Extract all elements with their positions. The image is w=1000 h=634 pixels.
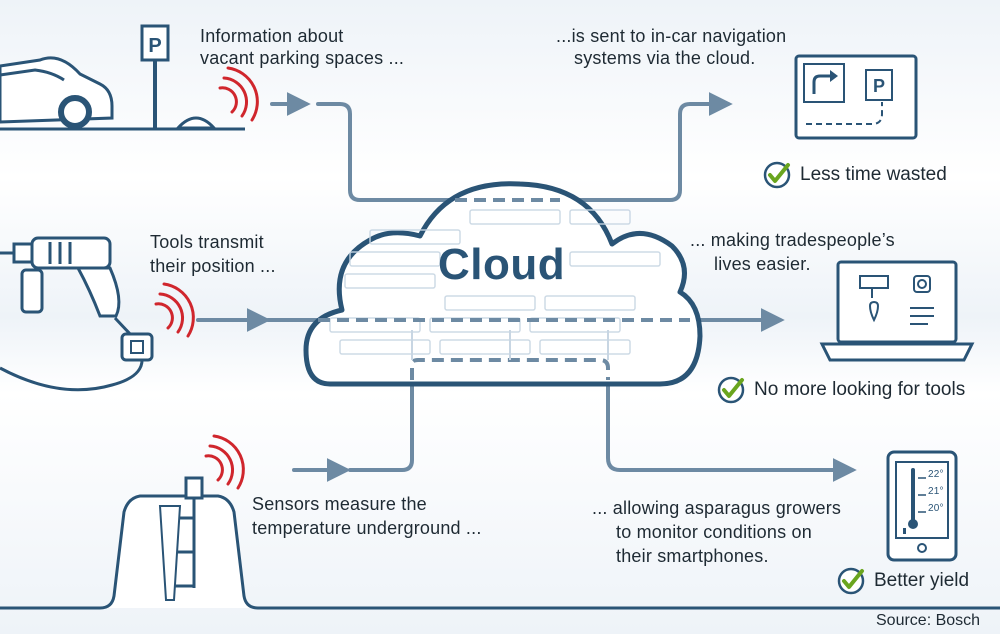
benefit-no-looking: No more looking for tools bbox=[716, 375, 965, 405]
cloud-label: Cloud bbox=[438, 240, 566, 289]
temp-reading-2: 21° bbox=[928, 486, 944, 497]
parking-info-line2: vacant parking spaces ... bbox=[200, 48, 405, 68]
car-icon bbox=[0, 56, 114, 129]
tools-text-line2: their position ... bbox=[150, 256, 276, 276]
svg-text:P: P bbox=[148, 35, 161, 57]
benefit-label: Better yield bbox=[874, 570, 970, 591]
tracker-tag-icon bbox=[120, 332, 154, 362]
sensor-probe-icon bbox=[158, 476, 204, 601]
laptop-icon bbox=[819, 260, 975, 362]
check-icon bbox=[717, 376, 745, 404]
tools-text-line1: Tools transmit bbox=[150, 232, 264, 252]
drill-cable bbox=[0, 349, 144, 392]
temp-reading-1: 22° bbox=[928, 469, 944, 480]
benefit-label: Less time wasted bbox=[800, 164, 947, 185]
parking-sign-icon: P bbox=[140, 24, 170, 128]
tradespeople-text-line1: ... making tradespeople’s bbox=[690, 230, 895, 250]
svg-text:P: P bbox=[873, 76, 885, 96]
navigation-text-line2: systems via the cloud. bbox=[574, 48, 756, 68]
signal-icon bbox=[204, 434, 245, 490]
signal-icon bbox=[218, 66, 259, 122]
navigation-screen-icon: P bbox=[794, 54, 918, 140]
temp-reading-3: 20° bbox=[928, 503, 944, 514]
benefit-better-yield: Better yield bbox=[836, 566, 969, 596]
navigation-text-line1: ...is sent to in-car navigation bbox=[556, 26, 787, 46]
growers-text-line3: their smartphones. bbox=[616, 546, 769, 566]
check-icon bbox=[837, 567, 865, 595]
drill-icon bbox=[0, 236, 121, 318]
sensors-text-line1: Sensors measure the bbox=[252, 494, 427, 514]
tradespeople-text-line2: lives easier. bbox=[714, 254, 811, 274]
benefit-label: No more looking for tools bbox=[754, 379, 966, 400]
source-credit: Source: Bosch bbox=[876, 612, 981, 629]
sensors-text-line2: temperature underground ... bbox=[252, 518, 482, 538]
check-icon bbox=[763, 161, 791, 189]
benefit-less-time: Less time wasted bbox=[762, 160, 947, 190]
signal-icon bbox=[154, 282, 195, 338]
parking-sensor-icon bbox=[174, 116, 218, 130]
soil-bed-icon bbox=[0, 494, 1000, 610]
smartphone-icon bbox=[886, 450, 958, 562]
parking-info-line1: Information about bbox=[200, 26, 344, 46]
cloud-icon bbox=[303, 181, 703, 387]
growers-text-line2: to monitor conditions on bbox=[616, 522, 812, 542]
growers-text-line1: ... allowing asparagus growers bbox=[592, 498, 842, 518]
